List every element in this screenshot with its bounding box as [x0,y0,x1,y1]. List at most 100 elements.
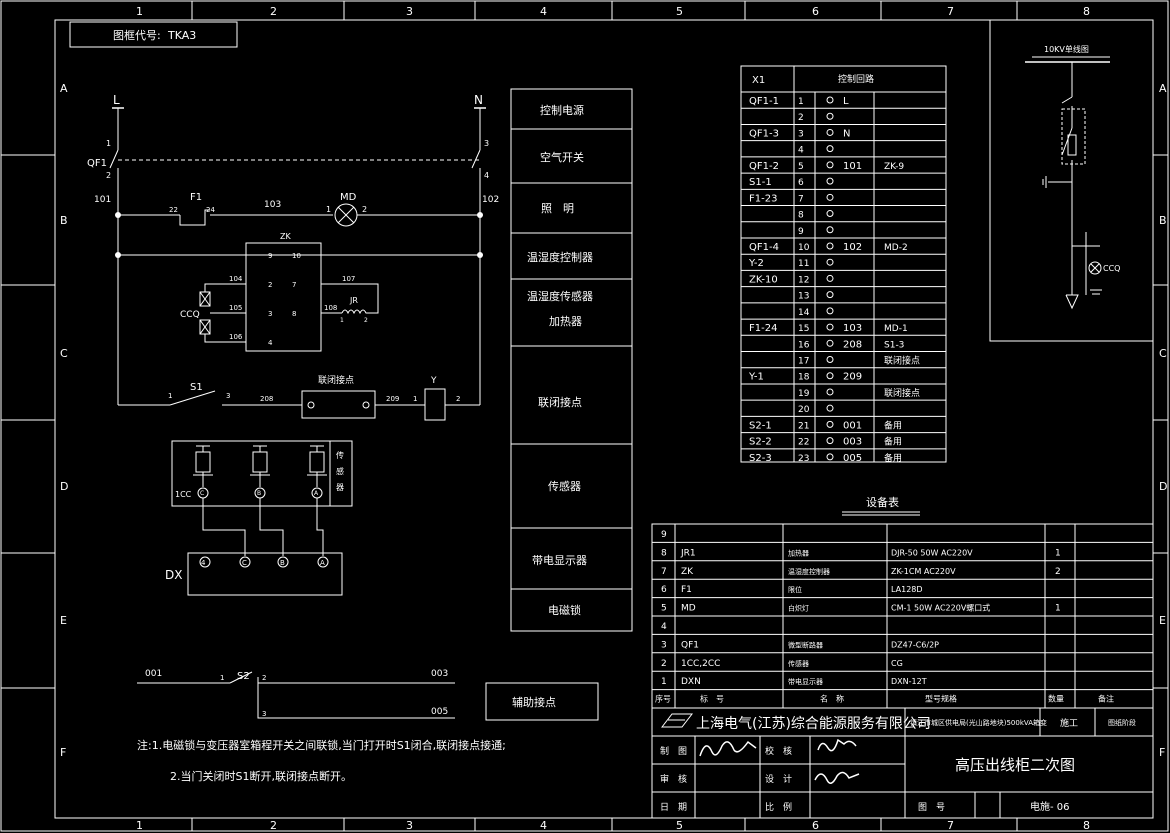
check-label: 校 核 [765,745,792,757]
function-column: 控制电源 空气开关 照 明 温湿度控制器 温湿度传感器 加热器 联闭接点 传感器… [510,88,633,632]
terminal-icon [826,339,834,347]
s1-label: S1 [190,382,203,393]
sensor-side-2: 感 [336,466,344,476]
terminal-mark: 103 [843,323,862,334]
function-label: 空气开关 [540,150,584,164]
terminal-number: 2 [798,113,804,123]
terminal-number: 4 [798,146,804,156]
function-label: 电磁锁 [548,603,581,617]
zk-pin: 7 [292,281,296,289]
terminal-source: Y-1 [748,372,764,383]
equipment-qty: 1 [1055,548,1061,558]
signature-check [817,738,857,752]
equipment-code: QF1 [681,640,699,650]
terminal-mark: 102 [843,242,862,253]
terminal-number: 23 [798,454,809,464]
zk-pin: 2 [268,281,272,289]
equipment-code: MD [681,604,696,614]
terminal-icon [826,161,834,169]
terminal-dest: MD-1 [884,324,908,334]
row-label: F [1159,746,1165,759]
col-label: 8 [1083,5,1090,18]
terminal-number: 3 [798,129,804,139]
function-label: 传感器 [548,480,581,493]
ccq-sensor [199,319,211,335]
terminal-dest: 联闭接点 [884,355,920,367]
phase-n-label: N [474,93,483,107]
dx-indicator [187,552,343,596]
terminal-number: 15 [798,324,809,334]
equipment-no: 1 [661,677,667,687]
equipment-model: CM-1 50W AC220V螺口式 [891,603,990,613]
md-pin: 1 [326,205,331,214]
equipment-no: 9 [661,530,667,540]
dx-pin: B [280,559,285,567]
row-label: F [60,746,66,759]
equipment-model: DXN-12T [891,677,927,686]
company-name: 上海电气(江苏)综合能源服务有限公司 [696,716,931,732]
sensor-indicator-group: 传 感 器 C B A 1CC DX 4 C B A [165,440,353,596]
ccq-sensor [199,291,211,307]
terminal-number: 11 [798,259,809,269]
wire-label: 003 [431,669,448,679]
equipment-code: ZK [681,567,694,577]
terminal-mark: 209 [843,372,862,383]
wire-label: 107 [342,275,355,283]
wire-label: 005 [431,707,448,717]
dx-pin: 4 [201,559,206,567]
terminal-number: 20 [798,405,810,415]
terminal-icon [826,226,834,234]
row-label: C [60,347,68,360]
terminal-mark: L [843,96,849,107]
equipment-model: DJR-50 50W AC220V [891,548,973,557]
terminal-source: S1-1 [749,177,772,188]
terminal-icon [826,193,834,201]
wire-label: 103 [264,200,281,210]
single-line-diagram: 10KV单线图 CCQ [989,19,1154,342]
row-label: A [1159,82,1167,95]
terminal-header: 控制回路 [838,73,874,85]
function-label: 联闭接点 [538,396,582,409]
equipment-name: 微型断路器 [788,640,823,649]
function-label: 照 明 [541,202,574,215]
company-logo-icon [660,713,694,728]
note-line: 注:1.电磁锁与变压器室箱程开关之间联锁,当门打开时S1闭合,联闭接点接通; [137,738,506,752]
s1-pin: 3 [226,392,230,400]
terminal-number: 18 [798,373,810,383]
wire-label: 106 [229,333,243,341]
row-label: D [60,480,68,493]
jr-label: JR [349,296,358,305]
terminal-icon [826,372,834,380]
wire-label: 208 [260,395,273,403]
review-label: 审 核 [660,773,687,785]
terminal-source: ZK-10 [749,274,778,285]
drawing-title: 高压出线柜二次图 [955,756,1075,774]
signature-design [814,771,860,784]
equipment-header: 数量 [1048,694,1064,704]
equipment-code: DXN [681,677,701,687]
terminal-source: F1-23 [749,193,777,204]
design-label: 设 计 [765,773,792,785]
title-block: 上海电气(江苏)综合能源服务有限公司 镇江市城区供电局(光山路地块)500kVA… [651,707,1154,819]
s2-pin: 2 [262,674,266,682]
function-label: 加热器 [549,315,582,328]
col-label: 2 [270,5,277,18]
col-label: 7 [947,5,954,18]
function-label: 控制电源 [540,103,584,117]
scale-label: 比 例 [765,801,792,813]
qf1-pin: 1 [106,139,111,148]
zk-pin: 9 [268,252,272,260]
sensor-b-icon [250,445,270,487]
row-label: D [1159,480,1167,493]
equipment-no: 5 [661,604,667,614]
sensor-pin: C [200,490,204,497]
function-label: 带电显示器 [532,554,587,567]
drawing-code-label: 图框代号: [113,29,161,42]
terminal-source: S2-1 [749,420,772,431]
terminal-icon [826,258,834,266]
equipment-no: 7 [661,567,667,577]
equipment-name: 传感器 [788,659,809,668]
sensor-side-3: 器 [336,483,344,492]
equipment-name: 白炽灯 [788,604,809,613]
equipment-name: 温湿度控制器 [788,567,830,576]
